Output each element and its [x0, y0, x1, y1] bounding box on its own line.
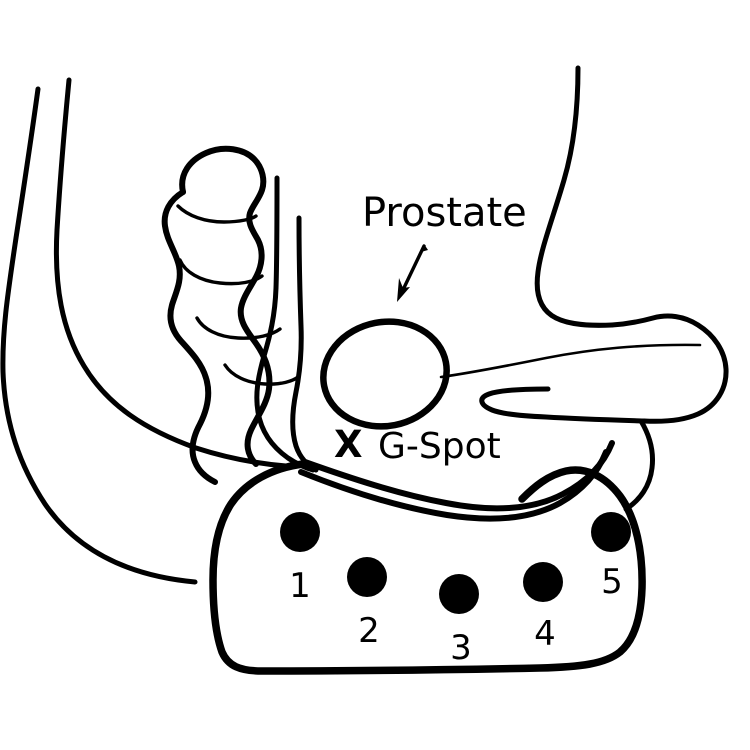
prostate-organ — [320, 318, 450, 430]
prostate-label: Prostate — [362, 190, 527, 236]
marker-label-3: 3 — [450, 628, 472, 668]
scrotum-outline-group — [209, 440, 646, 675]
marker-dot-2[interactable] — [347, 557, 387, 597]
marker-dot-5[interactable] — [591, 512, 631, 552]
arrow-shaft — [399, 244, 426, 296]
scrotum-outline — [209, 460, 646, 675]
arrow-down-left-icon — [397, 244, 428, 302]
body-outline-group — [0, 77, 289, 585]
colon-fold-2 — [178, 258, 264, 286]
gspot-label: G-Spot — [378, 426, 501, 467]
rectum-colon-group — [161, 145, 319, 485]
scrotum-inner-boundary-lower — [298, 449, 609, 522]
penis-upper-contour — [609, 313, 729, 424]
rectum-right-wall-inner — [290, 215, 319, 473]
marker-labels-group: 1 2 3 4 5 — [289, 562, 623, 668]
marker-label-5: 5 — [601, 562, 623, 602]
marker-dots-group — [280, 512, 631, 614]
arrow-tail-nock — [421, 244, 428, 252]
marker-dot-1[interactable] — [280, 512, 320, 552]
marker-dot-4[interactable] — [523, 562, 563, 602]
rectum-right-wall-outer — [254, 175, 316, 473]
penis-urethra-group — [439, 65, 729, 512]
arrow-head — [397, 278, 410, 302]
gspot-x-marker: X — [334, 423, 363, 466]
abdominal-contour — [534, 65, 615, 328]
scrotum-right-contour — [623, 418, 655, 512]
colon-fold-4 — [223, 363, 300, 386]
colon-outer-wall — [179, 145, 273, 467]
sacrum-contour — [53, 77, 289, 469]
urethra-line — [439, 343, 702, 379]
marker-label-1: 1 — [289, 566, 311, 606]
outer-body-contour — [0, 86, 198, 585]
colon-fold-1 — [176, 204, 258, 224]
penis-lower-contour — [479, 386, 647, 424]
marker-dot-3[interactable] — [439, 574, 479, 614]
marker-label-2: 2 — [358, 611, 380, 651]
marker-label-4: 4 — [534, 614, 556, 654]
colon-left-wall — [161, 189, 218, 485]
